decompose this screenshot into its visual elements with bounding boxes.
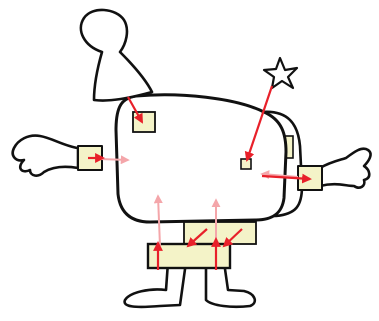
solid-arrows [88, 85, 312, 270]
star-icon [262, 56, 299, 90]
right-arm [297, 147, 372, 191]
belt [146, 221, 257, 270]
faded-arrow-right-hand [260, 170, 299, 180]
right-hand [318, 147, 372, 189]
arrow-right-hand [261, 173, 312, 184]
arrow-star [244, 85, 274, 162]
small-block [240, 158, 252, 170]
faded-arrow-left-hand [99, 155, 130, 165]
lower-waist-block [146, 242, 232, 270]
legs [123, 260, 257, 309]
right-leg [204, 260, 257, 309]
hat-block [132, 111, 156, 133]
arrow-waist-diag-right [222, 228, 243, 248]
faded-arrow-waist-left [153, 194, 163, 247]
arrow-hat [127, 96, 143, 124]
robot-body [114, 93, 288, 224]
keyhole-hat [79, 8, 154, 102]
left-arm [11, 134, 103, 177]
arrow-waist-diag-left [186, 228, 208, 248]
left-leg [123, 260, 188, 309]
left-hand [11, 134, 80, 177]
